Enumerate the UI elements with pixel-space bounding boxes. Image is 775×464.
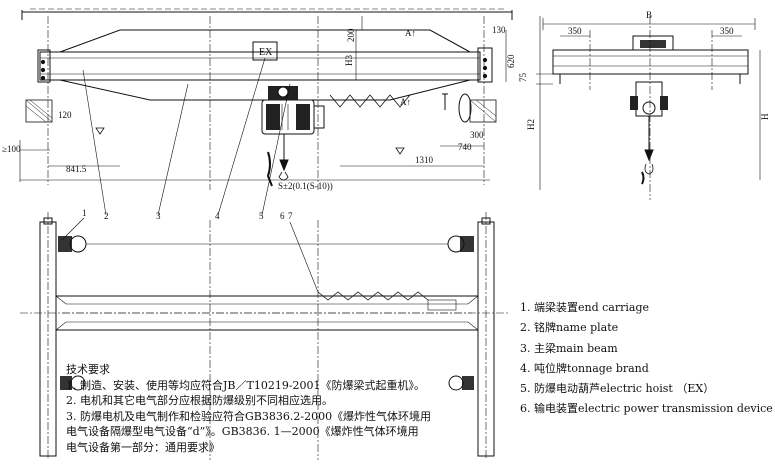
parts-legend: 1. 端梁装置end carriage 2. 铭牌name plate 3. 主… [520, 298, 773, 420]
dim-b: B [646, 10, 652, 20]
front-elevation [19, 8, 541, 216]
dim-350-left: 350 [568, 26, 582, 36]
notes-line: 电气设备第一部分：通用要求》 [66, 440, 220, 454]
callout-3: 3 [156, 211, 161, 221]
dim-200: 200 [346, 28, 356, 42]
notes-line: 电气设备隔爆型电气设备“d”》。GB3836. 1—2000《爆炸性气体环境用 [66, 425, 419, 438]
dim-75: 75 [518, 73, 528, 83]
callout-6: 6 [280, 211, 285, 221]
notes-line: 1. 制造、安装、使用等均应符合JB／T10219-2001《防爆梁式起重机》。 [66, 378, 426, 392]
dim-841-5: 841.5 [66, 164, 87, 174]
side-view [536, 16, 761, 200]
callout-5: 5 [259, 211, 264, 221]
section-a-top: A↑ [405, 28, 416, 38]
legend-item: 6. 输电装置electric power transmission devic… [520, 402, 773, 416]
dim-620: 620 [506, 54, 516, 68]
dim-h: H [760, 113, 770, 120]
hoist-front [261, 86, 325, 187]
dim-h3: H3 [344, 55, 354, 66]
dim-350-right: 350 [720, 26, 734, 36]
dim-h2: H2 [526, 119, 536, 130]
dim-1310: 1310 [415, 155, 434, 165]
plate-label: EX [259, 47, 273, 58]
dim-span: S±2(0.1(S-10)) [278, 181, 333, 191]
legend-item: 2. 铭牌name plate [520, 321, 619, 335]
notes-line: 2. 电机和其它电气部分应根据防爆级别不同相应选用。 [66, 394, 333, 407]
section-a-bottom: A↑ [400, 97, 411, 107]
dim-300: 300 [470, 130, 484, 140]
notes-title: 技术要求 [66, 363, 110, 376]
dim-740: 740 [458, 142, 472, 152]
legend-item: 4. 吨位牌tonnage brand [520, 361, 649, 375]
notes-line: 3. 防爆电机及电气制作和检验应符合GB3836.2-2000《爆炸性气体环境用 [66, 409, 432, 423]
dim-100: ≥100 [2, 144, 21, 154]
legend-item: 3. 主梁main beam [520, 341, 618, 355]
callout-7: 7 [288, 211, 293, 221]
legend-item: 1. 端梁装置end carriage [520, 301, 649, 314]
callout-2: 2 [104, 211, 109, 221]
plan-view [20, 212, 510, 460]
legend-item: 5. 防爆电动葫芦electric hoist （EX） [520, 382, 715, 396]
dim-130: 130 [492, 25, 506, 35]
technical-requirements: 技术要求 1. 制造、安装、使用等均应符合JB／T10219-2001《防爆梁式… [66, 362, 496, 455]
dim-120: 120 [58, 110, 72, 120]
callout-1: 1 [82, 208, 87, 218]
callout-4: 4 [215, 211, 220, 221]
